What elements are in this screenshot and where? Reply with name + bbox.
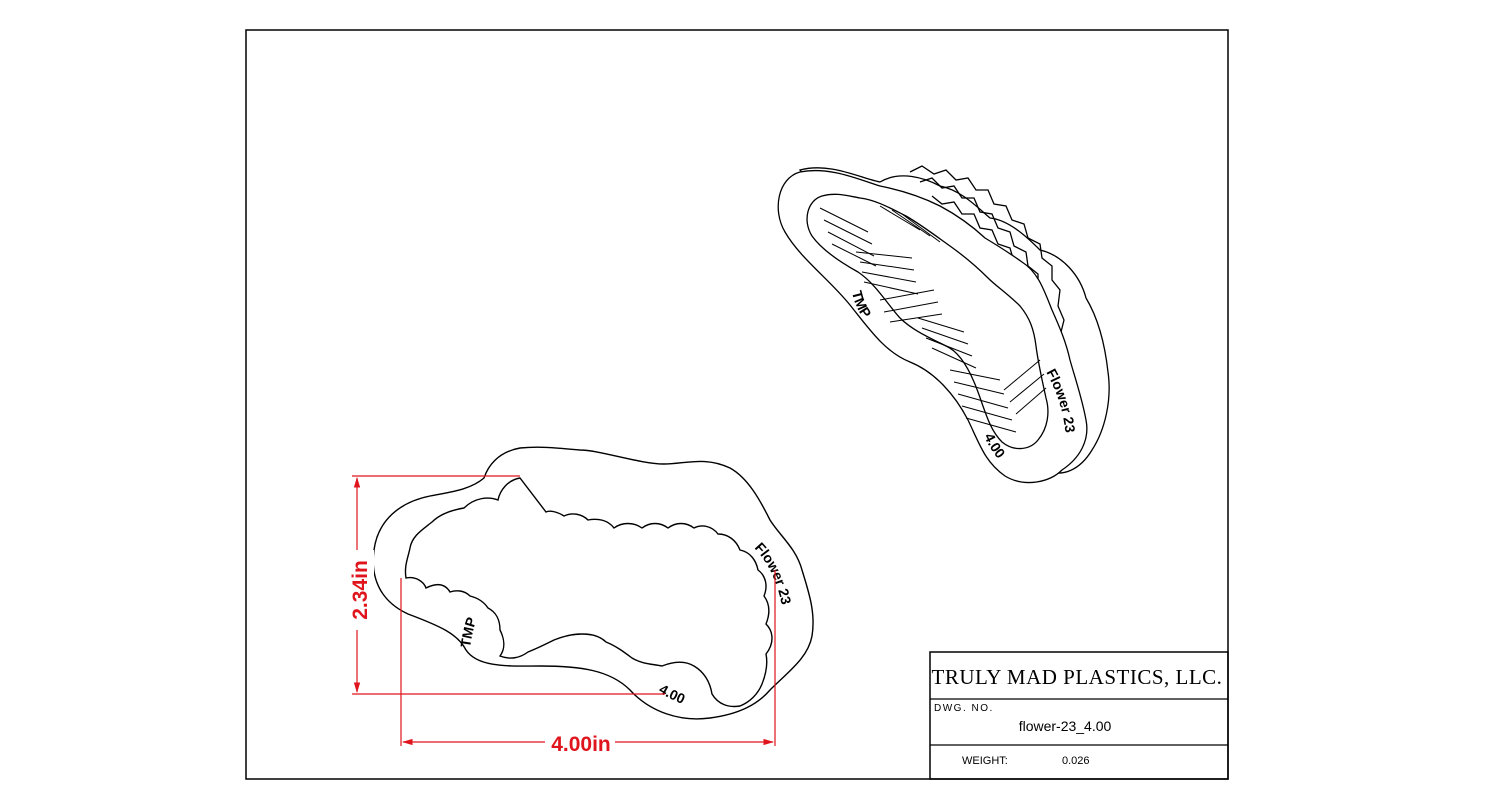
svg-text:Flower 23: Flower 23 bbox=[752, 539, 795, 606]
weight-label: WEIGHT: bbox=[962, 755, 1008, 767]
svg-text:TMP: TMP bbox=[457, 615, 479, 648]
drawing-number: flower-23_4.00 bbox=[1019, 718, 1112, 734]
top-view-cutter-outline bbox=[404, 477, 773, 708]
sheet-border bbox=[245, 29, 1229, 780]
weight-value: 0.026 bbox=[1062, 755, 1090, 767]
company-name: TRULY MAD PLASTICS, LLC. bbox=[932, 665, 1223, 689]
height-dimension-label: 2.34in bbox=[349, 560, 372, 620]
drawing-number-label: DWG. NO. bbox=[934, 703, 994, 714]
width-dimension-label: 4.00in bbox=[551, 733, 611, 756]
top-view: TMP Flower 23 4.00 bbox=[372, 446, 814, 720]
title-block: TRULY MAD PLASTICS, LLC. DWG. NO. flower… bbox=[929, 651, 1229, 780]
top-view-flange-outline bbox=[372, 446, 814, 720]
name-engraving: Flower 23 bbox=[752, 539, 795, 606]
isometric-cutter-opening bbox=[806, 193, 1049, 450]
brand-engraving: TMP bbox=[457, 615, 479, 648]
isometric-view: TMP Flower 23 4.00 bbox=[777, 165, 1110, 484]
